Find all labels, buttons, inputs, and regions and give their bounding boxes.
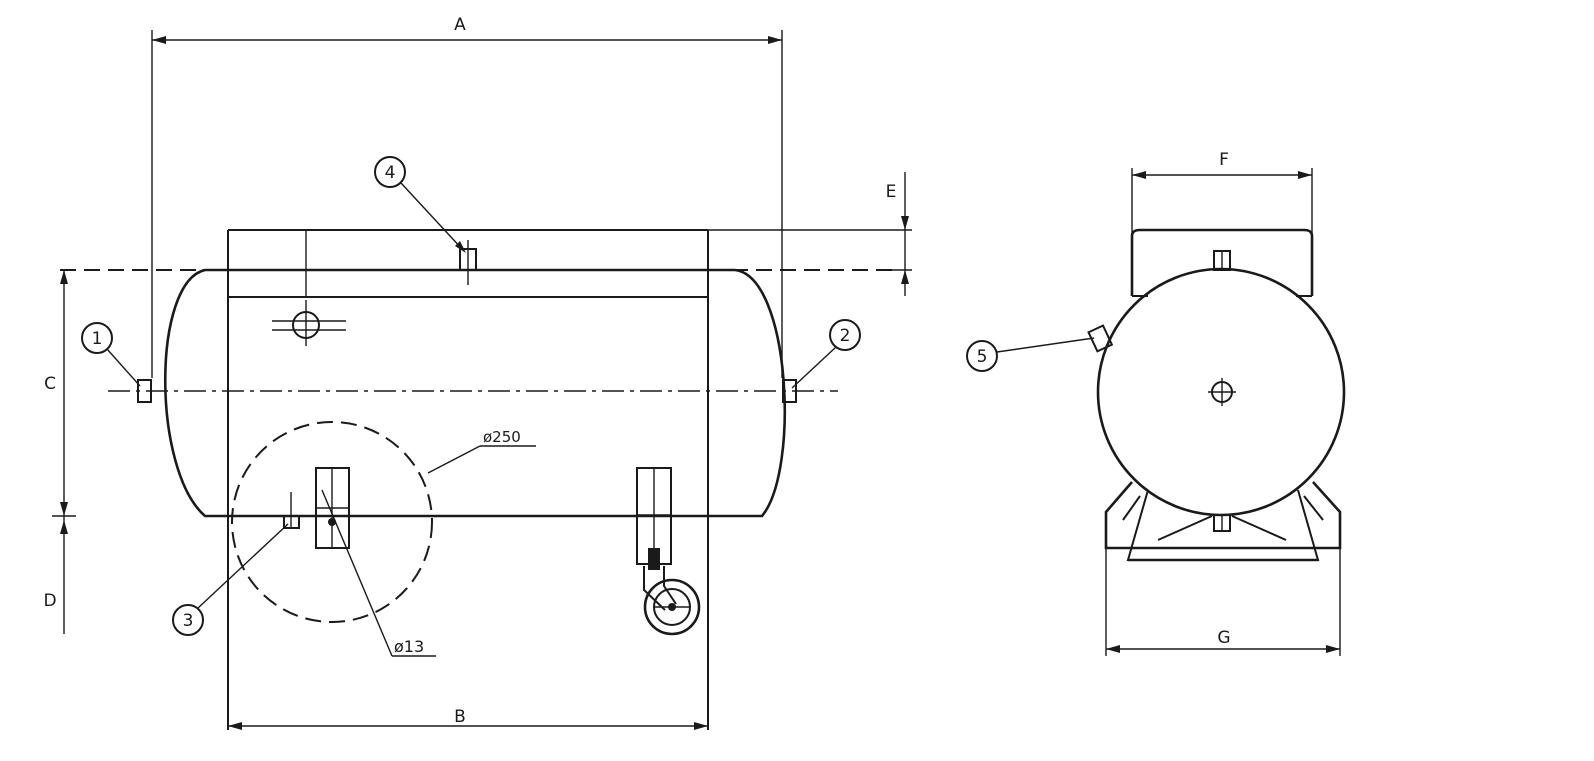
dimension-e-label: E (886, 182, 897, 202)
callout-4-label: 4 (385, 163, 396, 183)
dimension-c-label: C (44, 374, 56, 394)
callout-3-label: 3 (183, 611, 194, 631)
fitting-symbol (272, 300, 346, 346)
annotation-wheel-diameter: ø250 (427, 428, 536, 474)
callout-1-label: 1 (92, 329, 103, 349)
callout-2: 2 (791, 319, 861, 389)
connection-2-port (782, 379, 797, 403)
castor-wheel (636, 467, 701, 636)
dimension-f: F (1131, 150, 1313, 236)
end-view-support-legs (1104, 481, 1342, 562)
mounting-frame (227, 229, 709, 730)
dimension-b: B (228, 707, 708, 730)
callout-2-label: 2 (840, 326, 851, 346)
connection-1-port (137, 379, 152, 403)
callout-5: 5 (966, 337, 1095, 372)
hole-diameter-label: ø13 (394, 637, 424, 656)
dimension-b-label: B (454, 707, 466, 727)
dimension-g-label: G (1217, 628, 1230, 648)
foot-bracket (315, 467, 350, 549)
annotation-hole-diameter: ø13 (321, 489, 436, 657)
connection-5-port (1087, 324, 1114, 353)
dimension-a: A (151, 15, 783, 378)
dimension-c: C (44, 270, 68, 516)
dimension-g: G (1105, 548, 1341, 656)
callout-1: 1 (81, 322, 141, 387)
dimension-f-label: F (1219, 150, 1229, 170)
dimension-d-label: D (43, 591, 56, 611)
side-view: A B C D E (43, 15, 912, 730)
dimension-d: D (43, 515, 76, 634)
wheel-envelope-circle (231, 421, 433, 623)
dimension-a-label: A (454, 15, 466, 35)
dimension-e: E (708, 172, 912, 296)
wheel-diameter-label: ø250 (483, 428, 521, 446)
callout-5-label: 5 (977, 347, 988, 367)
tank-body (163, 268, 787, 518)
callout-3: 3 (172, 523, 289, 636)
end-view: F G 5 (966, 150, 1346, 656)
callout-4: 4 (374, 156, 466, 253)
